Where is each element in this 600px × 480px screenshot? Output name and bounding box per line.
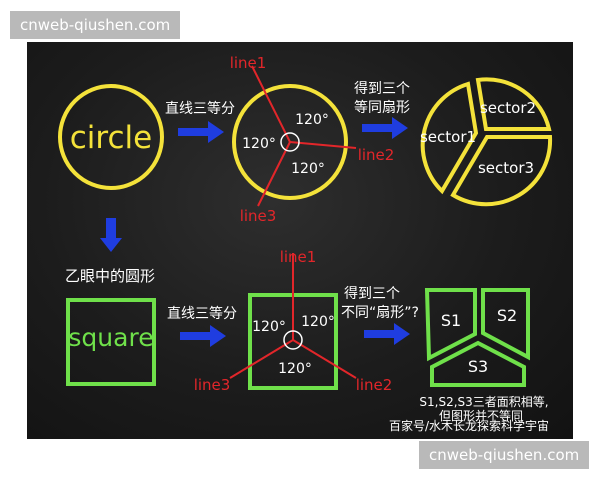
sector3-shape	[450, 135, 553, 207]
top-line2-label: line2	[358, 146, 395, 164]
sector2-shape	[475, 77, 552, 131]
top-arrow1	[178, 121, 224, 143]
bottom-arrow2-label-line1: 得到三个	[344, 285, 400, 302]
top-angle-bottom: 120°	[291, 161, 325, 177]
divider-line1	[251, 65, 291, 143]
circle-shape	[58, 84, 164, 190]
bottom-angle-left: 120°	[252, 319, 286, 335]
bottom-angle-bottom: 120°	[278, 361, 312, 377]
sector2-label: sector2	[480, 99, 536, 117]
top-arrow2-label-line2: 等同扇形	[354, 99, 410, 116]
bottom-arrow2-label-line2: 不同“扇形”?	[341, 305, 419, 321]
watermark-bottom: cnweb-qiushen.com	[419, 441, 590, 469]
s2-label: S2	[497, 306, 517, 325]
top-line1-label: line1	[230, 54, 267, 72]
s1-shape	[424, 288, 477, 362]
top-angle-right: 120°	[295, 112, 329, 128]
square-divider-line2	[292, 339, 357, 379]
credit-text: 百家号/水木长龙探索科学宇宙	[389, 418, 549, 433]
bottom-line1-label: line1	[280, 248, 317, 266]
bottom-arrow1	[180, 325, 226, 347]
bottom-arrow2	[364, 323, 410, 345]
s1-label: S1	[441, 311, 461, 330]
sector1-shape	[420, 81, 479, 195]
top-arrow2-label-line1: 得到三个	[354, 80, 410, 97]
square-angle-marker	[283, 330, 303, 350]
bottom-line3-label: line3	[194, 376, 231, 394]
down-arrow	[100, 218, 122, 252]
divider-line3	[257, 141, 291, 207]
bottom-angle-right: 120°	[301, 314, 335, 330]
top-arrow2	[362, 117, 408, 139]
divided-circle-shape	[232, 84, 348, 200]
bottom-arrow1-label: 直线三等分	[167, 305, 237, 322]
top-angle-left: 120°	[242, 136, 276, 152]
square-shape	[66, 298, 156, 386]
middle-caption: 乙眼中的圆形	[65, 267, 155, 285]
sector1-label: sector1	[420, 128, 476, 146]
s3-label: S3	[468, 357, 488, 376]
watermark-top: cnweb-qiushen.com	[10, 11, 181, 39]
square-divider-line3	[229, 339, 294, 379]
sector3-label: sector3	[478, 159, 534, 177]
s3-shape	[430, 340, 526, 387]
square-label: square	[68, 323, 153, 352]
top-arrow1-label: 直线三等分	[165, 100, 235, 117]
top-line3-label: line3	[240, 207, 277, 225]
s2-shape	[481, 288, 530, 361]
note-line2: 但图形并不等同	[439, 409, 523, 423]
divider-line2	[289, 141, 357, 149]
circle-label: circle	[70, 120, 152, 156]
angle-marker	[280, 132, 300, 152]
bottom-line2-label: line2	[356, 376, 393, 394]
note-line1: S1,S2,S3三者面积相等,	[419, 395, 548, 409]
